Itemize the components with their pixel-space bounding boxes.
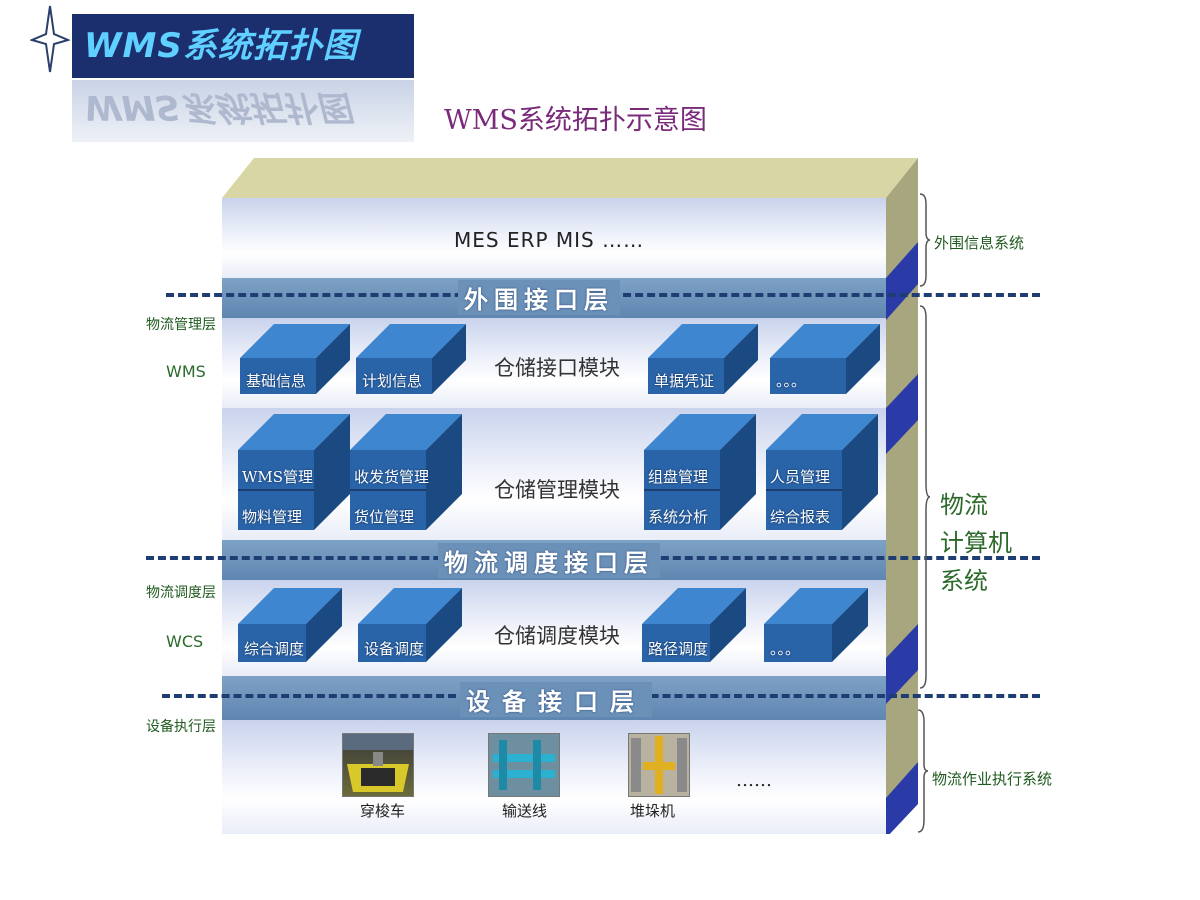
dispatch-module-cube-label: 。。。 bbox=[770, 640, 801, 658]
diagram-subtitle: WMS系统拓扑示意图 bbox=[444, 105, 707, 136]
devices-more: …… bbox=[736, 770, 772, 791]
interface-module-cube-label: 。。。 bbox=[776, 372, 807, 390]
title-banner bbox=[72, 14, 414, 78]
interface-module-cube: 基础信息 bbox=[240, 324, 350, 394]
management-module-cube-label-1: WMS管理 bbox=[242, 468, 314, 486]
banner-title: WMS系统拓扑图 bbox=[84, 26, 358, 66]
shuttle-car-image bbox=[342, 733, 414, 797]
management-module-cube-label-2: 综合报表 bbox=[770, 508, 831, 526]
dispatch-module-cube-label: 路径调度 bbox=[648, 640, 709, 658]
interface-module-cube: 。。。 bbox=[770, 324, 880, 394]
external-interface-label-box: 外围接口层 bbox=[458, 280, 620, 315]
management-module-cube-label-1: 组盘管理 bbox=[648, 468, 709, 486]
dispatch-module-cube-label: 综合调度 bbox=[244, 640, 305, 658]
dispatch-module-cube: 路径调度 bbox=[642, 588, 746, 662]
device-label-shuttle: 穿梭车 bbox=[360, 802, 406, 820]
device-interface-label: 设备接口层 bbox=[466, 687, 646, 716]
management-module-cube-label-2: 货位管理 bbox=[354, 508, 415, 526]
storage-interface-module-title: 仓储接口模块 bbox=[494, 356, 620, 380]
conveyor-image bbox=[488, 733, 560, 797]
interface-module-cube-label: 单据凭证 bbox=[654, 372, 715, 390]
bracket-computer-system bbox=[919, 305, 930, 689]
star-icon bbox=[30, 5, 70, 73]
device-label-stacker: 堆垛机 bbox=[630, 802, 676, 820]
dispatch-module-cube: 综合调度 bbox=[238, 588, 342, 662]
box-top-face bbox=[222, 158, 918, 198]
box-side-face bbox=[886, 158, 918, 834]
interface-module-cube: 单据凭证 bbox=[648, 324, 758, 394]
bracket-external bbox=[919, 193, 930, 287]
storage-dispatch-module-title: 仓储调度模块 bbox=[494, 624, 620, 648]
banner-reflection-text: WMS系统拓扑图 bbox=[84, 87, 350, 127]
management-module-cube: 人员管理综合报表 bbox=[766, 414, 878, 530]
right-label-execution: 物流作业执行系统 bbox=[932, 770, 1053, 788]
device-label-conveyor: 输送线 bbox=[502, 802, 548, 820]
left-label-wcs: WCS bbox=[166, 632, 204, 651]
management-module-cube-label-1: 人员管理 bbox=[770, 468, 831, 486]
dispatch-module-cube: 。。。 bbox=[764, 588, 868, 662]
external-systems-layer bbox=[222, 198, 886, 278]
interface-module-cube: 计划信息 bbox=[356, 324, 466, 394]
right-label-peripheral: 外围信息系统 bbox=[934, 234, 1025, 252]
interface-module-cube-label: 计划信息 bbox=[362, 372, 423, 390]
dispatch-interface-label: 物流调度接口层 bbox=[444, 548, 654, 577]
device-interface-label-box: 设备接口层 bbox=[460, 682, 652, 717]
management-module-cube-label-2: 物料管理 bbox=[242, 508, 303, 526]
bracket-execution bbox=[917, 709, 928, 833]
dispatch-module-cube: 设备调度 bbox=[358, 588, 462, 662]
stacker-image bbox=[628, 733, 690, 797]
left-label-logistics-management: 物流管理层 bbox=[146, 317, 216, 333]
storage-management-module-title: 仓储管理模块 bbox=[494, 478, 620, 502]
dispatch-module-cube-label: 设备调度 bbox=[364, 640, 425, 658]
external-systems-text: MES ERP MIS …… bbox=[454, 228, 645, 252]
banner-reflection bbox=[72, 80, 414, 142]
management-module-cube: 收发货管理货位管理 bbox=[350, 414, 462, 530]
dispatch-interface-label-box: 物流调度接口层 bbox=[438, 543, 660, 578]
management-module-cube-label-2: 系统分析 bbox=[648, 508, 709, 526]
left-label-wms: WMS bbox=[166, 362, 206, 381]
right-label-computer-system: 物流 计算机 系统 bbox=[940, 491, 1012, 595]
management-module-cube-label-1: 收发货管理 bbox=[354, 468, 430, 486]
external-interface-label: 外围接口层 bbox=[464, 285, 614, 314]
left-label-device-execution: 设备执行层 bbox=[146, 719, 216, 735]
management-module-cube: WMS管理物料管理 bbox=[238, 414, 350, 530]
management-module-cube: 组盘管理系统分析 bbox=[644, 414, 756, 530]
left-label-logistics-dispatch: 物流调度层 bbox=[146, 585, 216, 601]
interface-module-cube-label: 基础信息 bbox=[246, 372, 307, 390]
